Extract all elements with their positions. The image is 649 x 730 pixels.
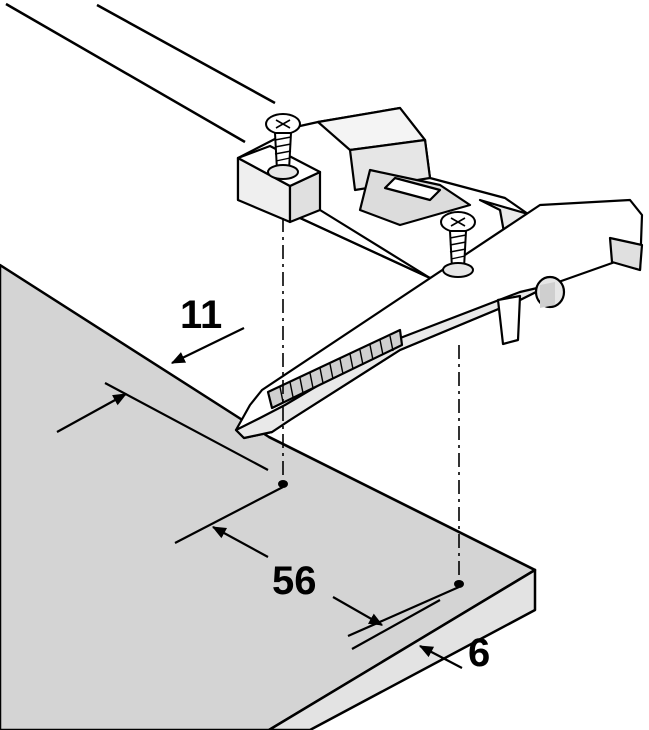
drill-hole-rear [278,480,288,488]
drill-holes [278,480,464,588]
dimension-label-56: 56 [272,559,317,603]
dimension-hole-spacing [174,486,460,638]
dimension-label-11: 11 [180,293,222,337]
panel-front-edge [267,568,537,730]
cabinet-panel [0,263,537,730]
screw-right [440,211,476,278]
panel-top-surface [0,263,537,730]
wall-lines [5,2,276,144]
dimension-front-offset [351,599,463,669]
screw-left [265,113,301,180]
dimension-label-6: 6 [468,631,490,675]
center-lines [282,218,460,578]
drill-hole-front [454,580,464,588]
slide-profile [234,198,644,440]
dimension-edge-offset [56,327,269,471]
